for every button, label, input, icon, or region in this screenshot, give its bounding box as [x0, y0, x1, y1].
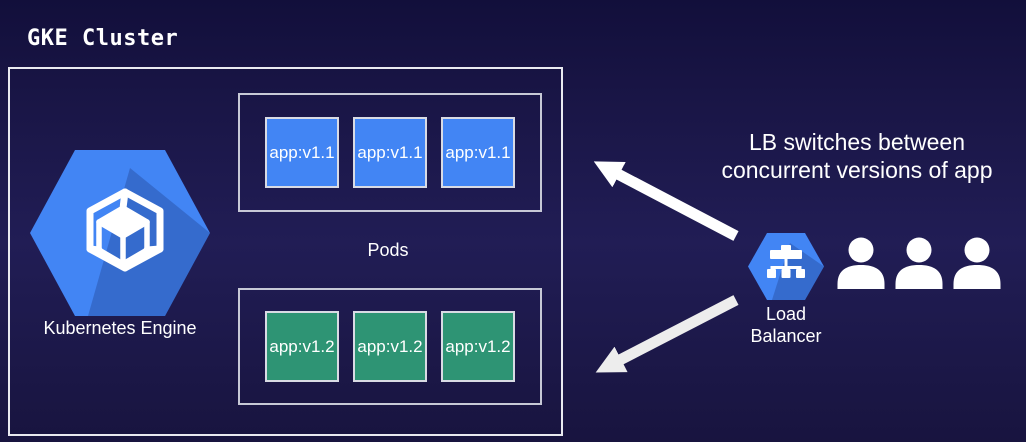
pod-app-v1-1: app:v1.1	[353, 117, 427, 188]
pod-label: app:v1.2	[357, 336, 423, 356]
pod-label: app:v1.1	[445, 142, 511, 162]
annotation-line1: LB switches between	[748, 129, 966, 155]
gke-cluster-boundary	[8, 67, 563, 436]
pod-label: app:v1.2	[445, 336, 511, 356]
pod-label: app:v1.2	[269, 336, 335, 356]
pod-app-v1-1: app:v1.1	[441, 117, 515, 188]
kubernetes-engine-icon	[30, 150, 210, 316]
user-icon	[837, 237, 885, 289]
user-icon	[895, 237, 943, 289]
pod-label: app:v1.1	[269, 142, 335, 162]
lb-network-glyph	[767, 245, 805, 278]
load-balancer-label-line2: Balancer	[750, 326, 822, 346]
cluster-title: GKE Cluster	[27, 26, 179, 51]
pod-label: app:v1.1	[357, 142, 423, 162]
gke-cube-glyph	[86, 188, 164, 272]
pods-group-v1: app:v1.1 app:v1.1 app:v1.1	[238, 93, 542, 212]
load-balancer-label-line1: Load	[765, 304, 807, 324]
pod-app-v1-2: app:v1.2	[441, 311, 515, 382]
load-balancer-label: Load Balancer	[711, 303, 861, 347]
user-icon	[953, 237, 1001, 289]
pod-app-v1-2: app:v1.2	[265, 311, 339, 382]
load-balancer-icon	[748, 233, 824, 300]
pod-app-v1-1: app:v1.1	[265, 117, 339, 188]
pod-app-v1-2: app:v1.2	[353, 311, 427, 382]
pods-group-v2: app:v1.2 app:v1.2 app:v1.2	[238, 288, 542, 405]
annotation-line2: concurrent versions of app	[721, 157, 993, 183]
kubernetes-engine-label: Kubernetes Engine	[43, 318, 197, 338]
annotation-text: LB switches between concurrent versions …	[688, 128, 1026, 184]
pods-label: Pods	[367, 240, 409, 260]
